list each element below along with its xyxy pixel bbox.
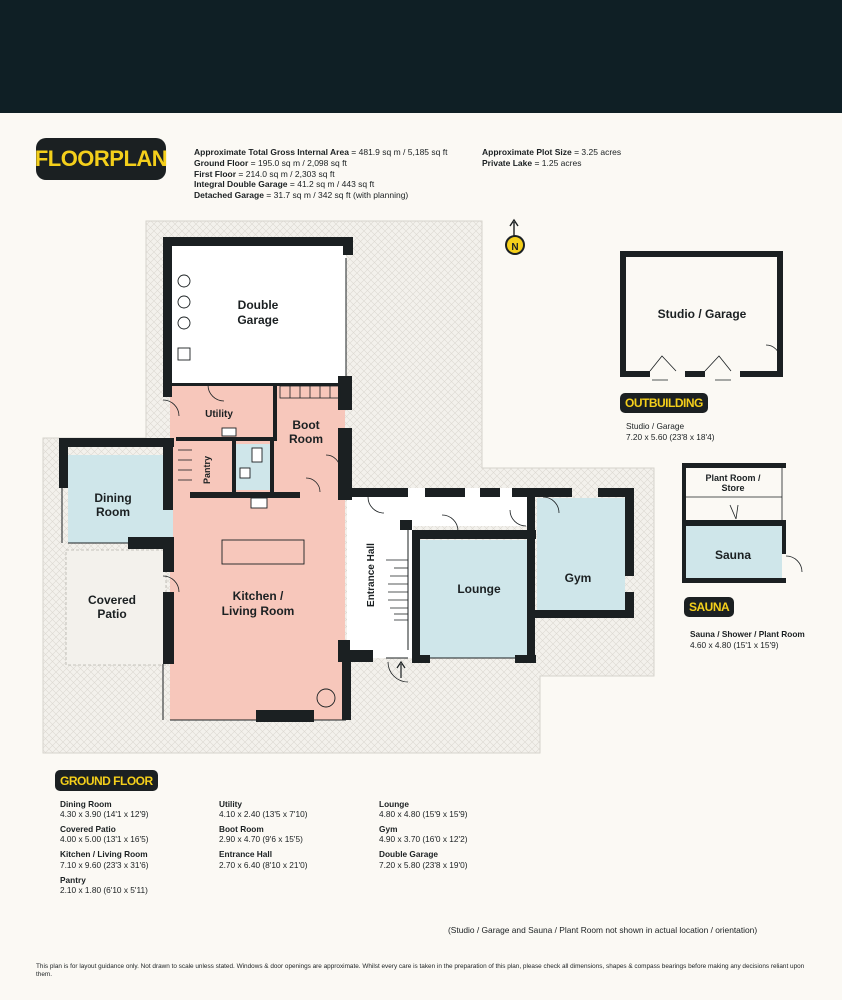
utility-room-floor	[170, 385, 273, 440]
label-double-garage-line1: Double	[238, 298, 279, 312]
area-line-first: First Floor = 214.0 sq m / 2,303 sq ft	[194, 168, 335, 179]
label-dining-room-line2: Room	[96, 505, 130, 519]
label-pantry: Pantry	[202, 456, 212, 484]
outbuilding-dims: 7.20 x 5.60 (23'8 x 18'4)	[626, 431, 715, 442]
compass-north-label: N	[511, 242, 518, 253]
area-line-detached-garage: Detached Garage = 31.7 sq m / 342 sq ft …	[194, 190, 409, 201]
label-utility: Utility	[205, 409, 233, 420]
label-boot-room-line2: Room	[289, 432, 323, 446]
gym-floor	[537, 498, 625, 616]
label-kitchen-line1: Kitchen /	[233, 589, 284, 603]
private-lake-line: Private Lake = 1.25 acres	[482, 157, 582, 168]
label-dining-room-line1: Dining	[94, 491, 131, 505]
outbuilding-details: Studio / Garage 7.20 x 5.60 (23'8 x 18'4…	[626, 421, 715, 442]
double-garage-floor	[170, 245, 346, 385]
boot-room-floor	[273, 385, 343, 495]
area-line-integral-garage: Integral Double Garage = 41.2 sq m / 443…	[194, 179, 375, 190]
sauna-badge: SAUNA	[684, 597, 735, 617]
dining-room-floor	[68, 455, 173, 543]
plot-size-line: Approximate Plot Size = 3.25 acres	[482, 147, 622, 157]
label-sauna: Sauna	[715, 548, 751, 562]
outbuilding-name: Studio / Garage	[626, 421, 685, 431]
location-note: (Studio / Garage and Sauna / Plant Room …	[448, 925, 758, 935]
plot-summary: Approximate Plot Size = 3.25 acres Priva…	[482, 147, 621, 169]
sauna-details: Sauna / Shower / Plant Room 4.60 x 4.80 …	[690, 629, 805, 650]
label-covered-patio-line2: Patio	[97, 607, 126, 621]
sauna-dims: 4.60 x 4.80 (15'1 x 15'9)	[690, 639, 779, 650]
disclaimer-text: This plan is for layout guidance only. N…	[36, 963, 805, 979]
label-entrance-hall: Entrance Hall	[366, 543, 377, 607]
label-covered-patio-line1: Covered	[88, 593, 136, 607]
area-line-total: Approximate Total Gross Internal Area = …	[194, 147, 448, 157]
header-bar	[0, 0, 842, 113]
label-double-garage-line2: Garage	[237, 313, 279, 327]
sauna-name: Sauna / Shower / Plant Room	[690, 629, 805, 639]
covered-patio	[65, 549, 167, 666]
floorplan-title: FLOORPLAN	[35, 138, 168, 180]
label-lounge: Lounge	[457, 582, 501, 596]
label-kitchen-line2: Living Room	[222, 604, 295, 618]
label-boot-room-line1: Boot	[292, 418, 319, 432]
label-plant-room-line2: Store	[721, 483, 744, 493]
area-line-ground: Ground Floor = 195.0 sq m / 2,098 sq ft	[194, 157, 347, 168]
ground-floor-badge: GROUND FLOOR	[55, 770, 158, 791]
label-studio-garage: Studio / Garage	[658, 307, 747, 321]
compass-icon: N	[505, 218, 525, 255]
label-plant-room-line1: Plant Room /	[705, 473, 761, 483]
lounge-floor	[418, 540, 530, 658]
sauna-floor	[686, 526, 782, 580]
area-summary: Approximate Total Gross Internal Area = …	[194, 147, 447, 201]
label-gym: Gym	[565, 571, 592, 585]
outbuilding-badge: OUTBUILDING	[620, 393, 708, 413]
